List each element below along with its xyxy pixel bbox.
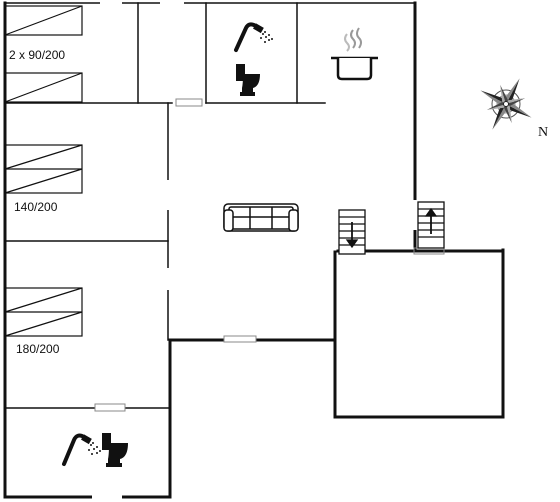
shower-icon [234, 22, 273, 52]
door-openings [92, 0, 420, 502]
double-bed-1 [4, 144, 83, 194]
door-thresholds [94, 98, 445, 412]
bed-size-label-2: 140/200 [14, 200, 58, 214]
twin-beds [4, 5, 83, 103]
stairs-down-icon [338, 209, 366, 255]
bed-size-label-1: 2 x 90/200 [9, 48, 65, 62]
walls [3, 1, 505, 499]
sofa-icon [223, 203, 299, 232]
double-bed-2 [4, 287, 83, 337]
shower-icon [62, 433, 101, 466]
stairs-up-icon [417, 201, 445, 249]
compass-north-label: N [538, 125, 548, 140]
cooking-pot-icon [331, 27, 378, 81]
toilet-icon [102, 433, 128, 467]
toilet-icon [236, 64, 260, 96]
compass-rose-icon [480, 78, 532, 130]
bed-size-label-3: 180/200 [16, 342, 60, 356]
